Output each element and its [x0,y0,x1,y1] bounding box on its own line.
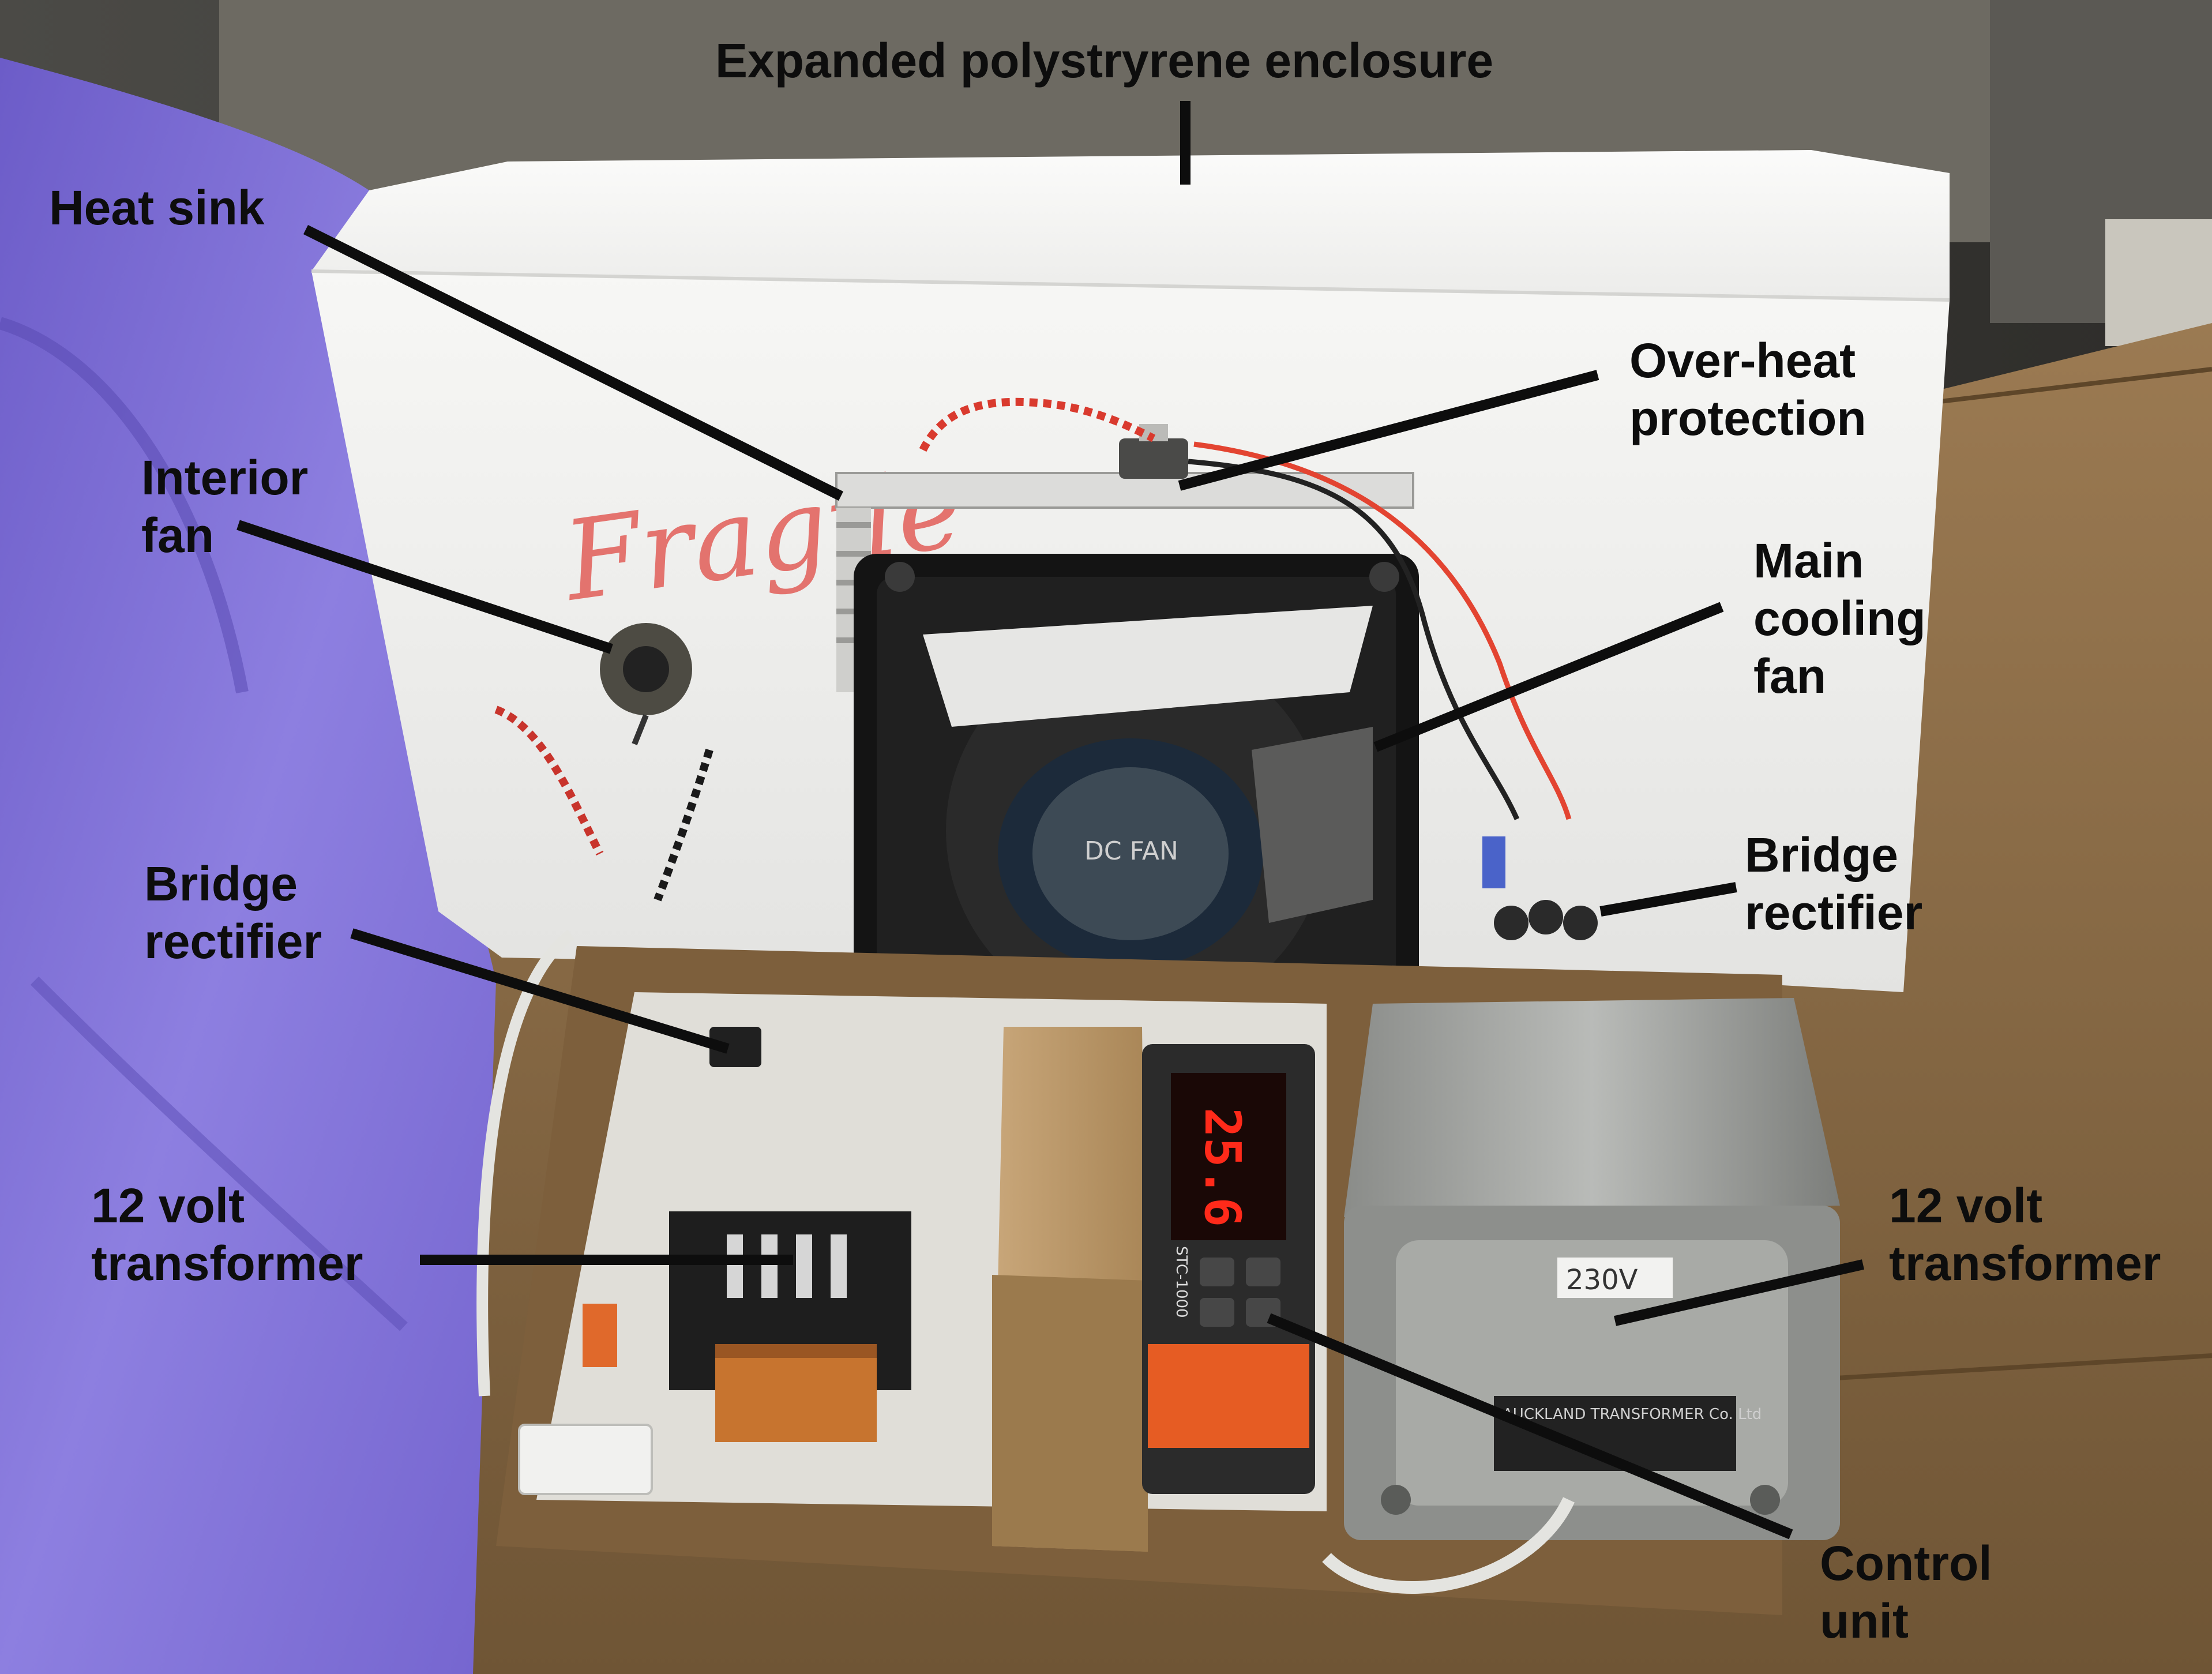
wood-block-end [992,1275,1148,1552]
leader-line-interior-fan [236,520,613,654]
leader-line-bridge-right [1599,882,1737,917]
maker-plate: AUCKLAND TRANSFORMER Co. Ltd [1503,1406,1762,1423]
large-transformer: 230V AUCKLAND TRANSFORMER Co. Ltd [1344,998,1840,1540]
black-wire [1188,459,1520,820]
fan-screw [1369,562,1399,592]
main-cooling-fan: DC FAN [854,554,1419,1050]
bridge-rectifier-right [1482,836,1598,940]
label-heat-sink: Heat sink [49,181,265,235]
terminal-block [518,1424,653,1495]
label-control-unit: Control unit [1820,1536,1992,1648]
label-bridge-rectifier-left: Bridge rectifier [144,857,322,969]
leader-line-transformer-right [1614,1259,1864,1326]
bridge-rectifier-left [709,1027,761,1067]
small-transformer [669,1211,911,1442]
leader-line-heat-sink [303,224,844,501]
cloth-fold [30,976,408,1331]
cloth-fold [0,317,249,694]
mains-cable [476,929,574,1397]
leader-line-overheat [1178,370,1599,491]
enclosure-top [311,150,1950,300]
control-unit: 25.6 STC-1000 [1142,1044,1315,1494]
thermostat-display: 25.6 [1193,1108,1251,1227]
leader-line-bridge-left [350,928,730,1054]
fan-sticker: DC FAN [1084,836,1178,866]
thermostat-model: STC-1000 [1173,1246,1190,1318]
label-transformer-right: 12 volt transformer [1889,1178,2161,1290]
leader-lines [236,101,1864,1540]
leader-line-control-unit [1267,1313,1793,1540]
red-coil-wire [494,705,604,856]
wall-corner-light [2105,219,2212,346]
label-interior-fan: Interior fan [141,451,309,562]
red-wire [1193,441,1572,820]
bench-plank-line [1920,367,2212,406]
fan-screw [885,562,915,592]
label-enclosure: Expanded polystryrene enclosure [715,33,1494,88]
leader-line-main-fan [1373,602,1724,752]
enclosure-edge [311,269,1950,302]
mains-cable [1322,1497,1575,1594]
black-coil-wire [654,748,713,902]
terminal-block [583,1304,617,1367]
label-transformer-left: 12 volt transformer [91,1178,363,1290]
interior-fan [600,623,692,745]
label-overheat-protection: Over-heat protection [1629,333,1867,445]
voltage-tag: 230V [1566,1264,1638,1296]
label-bridge-rectifier-right: Bridge rectifier [1745,828,1923,940]
label-main-cooling-fan: Main cooling fan [1753,534,1926,703]
red-coil-wire [919,397,1156,452]
